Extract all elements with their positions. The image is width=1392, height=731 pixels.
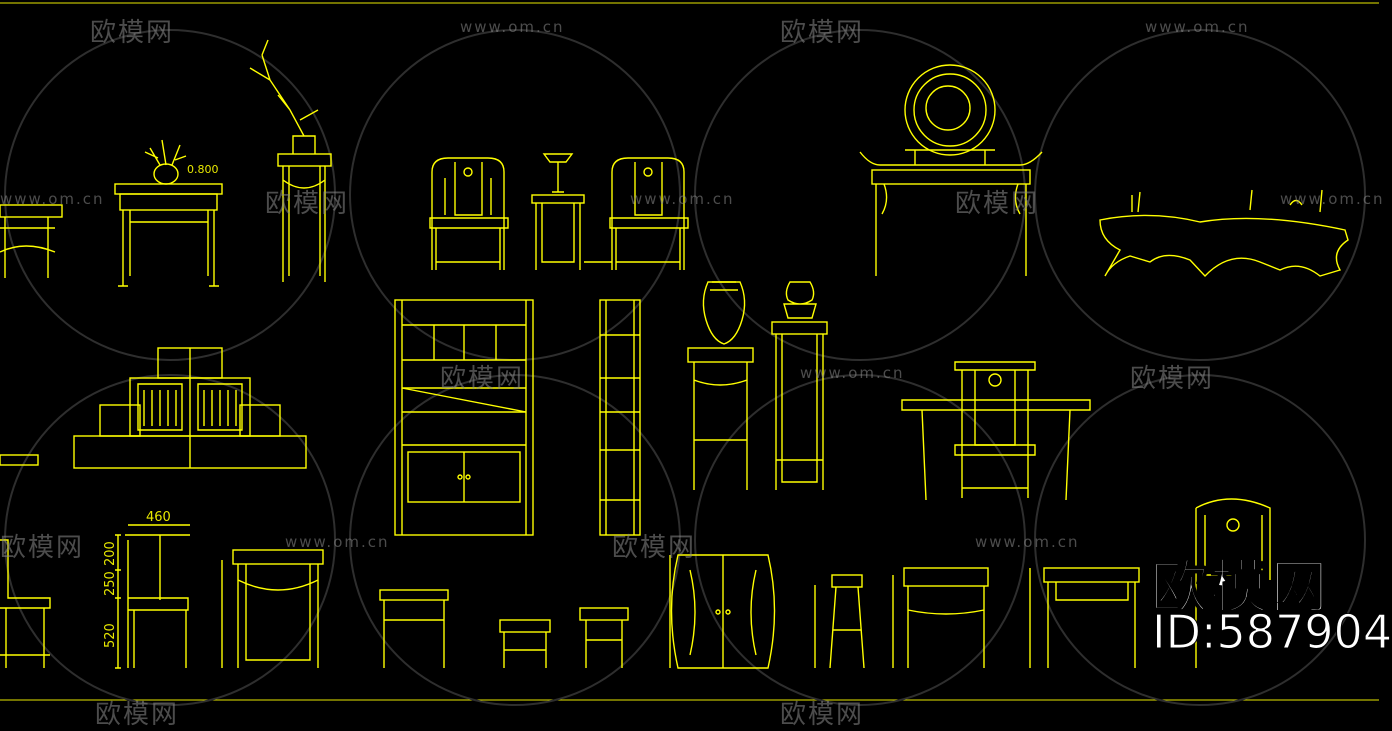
partial-side-table [0,204,63,278]
desk-with-chair [901,361,1091,501]
cad-drawing-canvas [0,2,1379,706]
watermark-logo-8: 欧模网 [612,533,697,563]
watermark-logo-3: 欧模网 [265,189,350,219]
round-mirror-console [859,64,1043,276]
tea-table [114,139,223,287]
watermark-logo-2: 欧模网 [780,18,865,48]
watermark-logo-9: 欧模网 [95,700,180,730]
carved-chair [1195,498,1271,668]
dimension-height-1: 200 [103,541,118,566]
watermark-url-4: www.om.cn [630,190,735,208]
watermark-url-6: www.om.cn [800,364,905,382]
brand-id: ID:587904 [1151,605,1392,660]
drum-cabinet [669,554,776,669]
vase-stand [687,281,754,490]
display-cabinet [394,299,534,536]
dimension-height-3: 520 [103,623,118,648]
watermark-logo-4: 欧模网 [955,189,1040,219]
footstool-small [499,619,551,668]
square-stool [221,549,324,668]
root-tea-table [1099,189,1349,278]
dimension-width: 460 [146,510,171,525]
watermark-url-5: www.om.cn [1280,190,1385,208]
footstool-medium [579,607,629,668]
stepped-cabinet [73,347,307,469]
side-table-small [892,567,989,668]
watermark-url-1: www.om.cn [460,18,565,36]
flower-stand-tall [249,39,332,282]
dimension-height-2: 250 [103,571,118,596]
side-table-medium [1029,567,1140,668]
watermark-url-7: www.om.cn [285,533,390,551]
watermark-logo-5: 欧模网 [440,364,525,394]
watermark-url-2: www.om.cn [1145,18,1250,36]
watermark-logo-10: 欧模网 [780,700,865,730]
bar-stool [814,574,865,669]
small-tray [0,454,39,466]
low-stool [379,589,449,668]
shelf-side-profile [599,299,641,536]
armchair-left [429,157,509,270]
watermark-logo-1: 欧模网 [90,18,175,48]
dimension-table-height: 0.800 [187,163,219,176]
watermark-url-8: www.om.cn [975,533,1080,551]
watermark-url-3: www.om.cn [0,190,105,208]
chair-side-dimensioned [115,524,190,669]
brand-logo: 欧模网 [1149,552,1331,622]
armchair-right [584,157,689,270]
lamp-cabinet [531,153,585,270]
watermark-logo-6: 欧模网 [1130,364,1215,394]
watermark-logo-7: 欧模网 [0,533,85,563]
chair-front-partial [0,539,51,668]
plant-stand [771,281,828,490]
